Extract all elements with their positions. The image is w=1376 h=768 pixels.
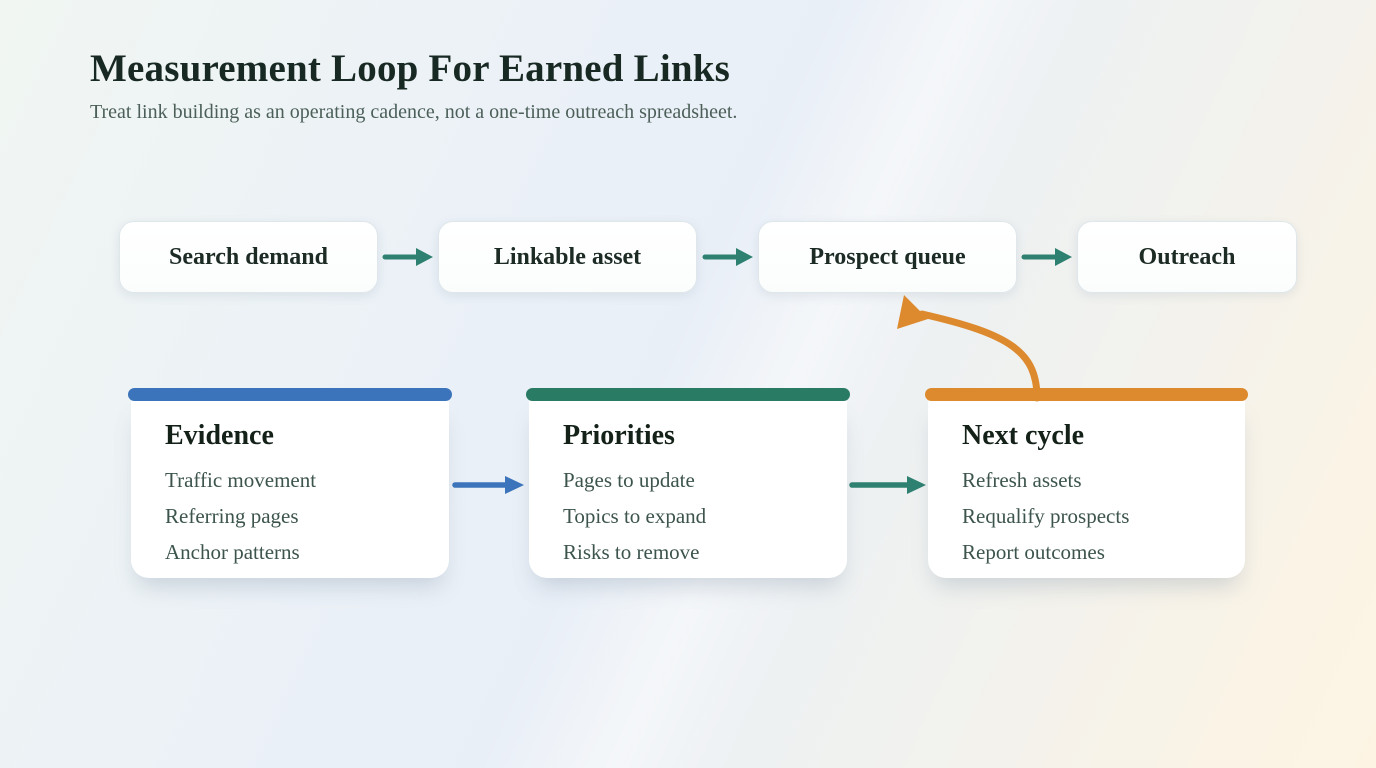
evidence-accent-bar — [128, 388, 452, 401]
card-evidence: Evidence Traffic movement Referring page… — [131, 401, 449, 578]
flow-step-linkable-asset: Linkable asset — [438, 221, 697, 293]
card-item: Topics to expand — [563, 504, 707, 528]
card-item: Pages to update — [563, 468, 695, 492]
card-item: Requalify prospects — [962, 504, 1130, 528]
flow-step-label: Prospect queue — [809, 243, 966, 270]
page-title: Measurement Loop For Earned Links — [90, 47, 731, 90]
card-title: Priorities — [563, 420, 675, 451]
card-title: Next cycle — [962, 420, 1085, 451]
flow-arrow-3 — [1021, 248, 1072, 266]
card-item: Traffic movement — [165, 468, 317, 492]
flow-step-label: Search demand — [169, 243, 328, 270]
loop-back-arrow — [897, 295, 1041, 402]
priorities-accent-bar — [526, 388, 850, 401]
flow-arrow-1 — [382, 248, 433, 266]
flow-step-label: Linkable asset — [493, 243, 642, 270]
card-item: Refresh assets — [962, 468, 1082, 492]
evidence-to-priorities-arrow — [452, 476, 524, 494]
flow-arrow-2 — [702, 248, 753, 266]
card-title: Evidence — [165, 420, 274, 451]
card-next-cycle: Next cycle Refresh assets Requalify pros… — [928, 401, 1245, 578]
flow-step-outreach: Outreach — [1077, 221, 1297, 293]
flow-step-label: Outreach — [1138, 243, 1236, 270]
page-subtitle: Treat link building as an operating cade… — [90, 101, 738, 123]
flow-step-prospect-queue: Prospect queue — [758, 221, 1017, 293]
card-item: Referring pages — [165, 504, 299, 528]
card-item: Risks to remove — [563, 540, 700, 564]
priorities-to-next-cycle-arrow — [849, 476, 926, 494]
next-cycle-accent-bar — [925, 388, 1248, 401]
card-priorities: Priorities Pages to update Topics to exp… — [529, 401, 847, 578]
card-item: Report outcomes — [962, 540, 1105, 564]
card-item: Anchor patterns — [165, 540, 300, 564]
flow-step-search-demand: Search demand — [119, 221, 378, 293]
